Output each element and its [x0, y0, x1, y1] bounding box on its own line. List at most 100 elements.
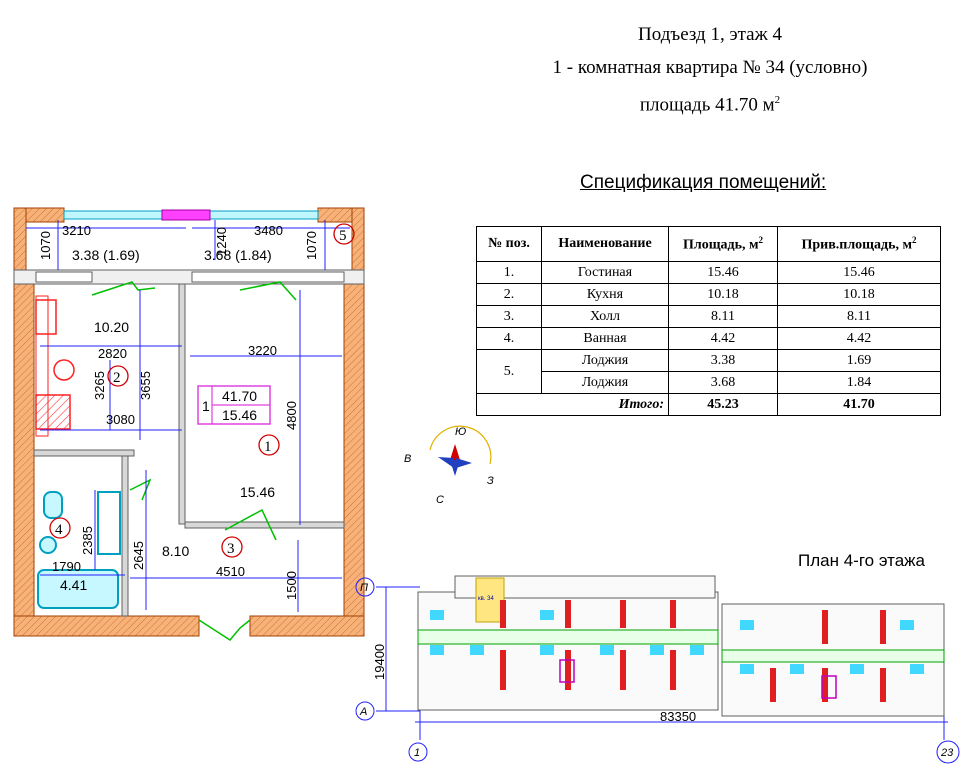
kitchen-counter — [35, 295, 49, 437]
room-number-circle — [49, 517, 71, 539]
total-label: Итого: — [476, 393, 669, 416]
table-row: 1. Гостиная 15.46 15.46 — [476, 261, 941, 284]
highlighted-apartment — [475, 577, 505, 623]
cell-area: 8.11 — [668, 305, 778, 328]
partition-bath-hall — [121, 455, 129, 617]
door-living-balcony — [239, 281, 297, 301]
dim-4800: 4800 — [284, 401, 299, 430]
table-row: Лоджия 3.68 1.84 — [477, 371, 941, 394]
building-top-left — [454, 575, 716, 599]
loggia-divider — [161, 209, 211, 221]
col-area-sup: 2 — [758, 234, 764, 245]
washbasin — [39, 536, 57, 554]
window-living — [191, 271, 345, 283]
dim-3265: 3265 — [92, 371, 107, 400]
floor-elevator-right — [821, 675, 837, 699]
compass-label-bottom: С — [436, 494, 444, 506]
area-loggia-a: 3.38 (1.69) — [72, 247, 140, 263]
room-number-3: 3 — [227, 541, 235, 557]
door-living-hall — [224, 508, 277, 541]
axis-label-left: 1 — [414, 747, 420, 759]
highlighted-apartment-label: кв. 34 — [478, 596, 494, 602]
cell-area: 15.46 — [668, 261, 778, 284]
loggia-side-left — [13, 207, 27, 271]
room-number-circle — [258, 434, 280, 456]
compass-east-needle — [456, 458, 472, 468]
axis-label-right: 23 — [940, 747, 954, 759]
floor-height-dim: 19400 — [372, 644, 387, 680]
floor-elevator-left — [559, 659, 575, 683]
axis-label-bottom: А — [359, 706, 367, 718]
dim-2385: 2385 — [80, 526, 95, 555]
kitchen-appliance — [53, 359, 75, 381]
partition-kitchen-bath — [33, 449, 135, 457]
toilet — [43, 491, 63, 519]
dim-3080: 3080 — [106, 412, 135, 427]
bathtub — [37, 569, 119, 609]
compass-west-needle — [438, 457, 454, 468]
area-living: 15.46 — [240, 484, 275, 500]
kitchen-sink — [35, 299, 57, 335]
partition-living-hall — [184, 521, 345, 529]
axis-label-top: П — [360, 582, 368, 594]
wall-bottom — [13, 615, 200, 637]
spec-title: Спецификация помещений: — [580, 172, 827, 193]
room-number-2: 2 — [113, 370, 121, 386]
apt-box-index: 1 — [202, 398, 210, 414]
dim-4510: 4510 — [216, 564, 245, 579]
dim-3220: 3220 — [248, 343, 277, 358]
dim-2645: 2645 — [131, 541, 146, 570]
kitchen-stove — [35, 394, 71, 430]
loggia-glazing-right — [209, 210, 319, 220]
dim-1500: 1500 — [284, 571, 299, 600]
axis-bubble — [408, 742, 428, 762]
title-block: Подъезд 1, этаж 4 1 - комнатная квартира… — [460, 18, 960, 121]
apartment-plan: 3210 3480 1070 1070 1240 2820 3220 3265 … — [13, 207, 365, 641]
total-reduced: 41.70 — [777, 393, 941, 416]
cell-name: Гостиная — [541, 261, 669, 284]
table-row: 2. Кухня 10.18 10.18 — [476, 283, 941, 306]
floor-walls — [500, 600, 886, 702]
dim-3655: 3655 — [138, 371, 153, 400]
floor-width-dim: 83350 — [660, 709, 696, 724]
shower-tray — [97, 491, 121, 555]
table-row: 4. Ванная 4.42 4.42 — [476, 327, 941, 350]
area-bath: 4.41 — [60, 577, 87, 593]
floor-plan-title: План 4-го этажа — [798, 551, 926, 570]
area-kitchen: 10.20 — [94, 319, 129, 335]
dim-1790: 1790 — [52, 559, 81, 574]
apartment-line: 1 - комнатная квартира № 34 (условно) — [552, 57, 868, 78]
col-reduced-text: Прив.площадь, м — [801, 237, 913, 253]
apt-box-living: 15.46 — [222, 407, 257, 423]
loggia-side-right — [351, 207, 365, 271]
compass-label-right: З — [487, 475, 494, 487]
dimension-lines — [26, 220, 350, 612]
cell-pos: 5. — [476, 349, 542, 394]
corridor-left — [417, 629, 719, 645]
area-line-sup: 2 — [774, 94, 781, 106]
partition-kitchen-living — [178, 283, 186, 525]
room-number-circle — [221, 536, 243, 558]
compass-label-top: Ю — [455, 426, 466, 438]
compass-label-left: В — [404, 453, 411, 465]
col-area-text: Площадь, м — [682, 237, 759, 253]
col-pos: № поз. — [476, 226, 542, 262]
cell-name: Лоджия — [541, 371, 669, 394]
dim-2820: 2820 — [98, 346, 127, 361]
dim-1070-left: 1070 — [38, 231, 53, 260]
corridor-right — [721, 649, 945, 663]
room-number-5: 5 — [339, 228, 347, 244]
door-kitchen-hall — [129, 478, 152, 501]
door-entry — [198, 619, 251, 641]
compass-north-needle — [450, 444, 460, 460]
area-hall: 8.10 — [162, 543, 189, 559]
cell-name: Кухня — [541, 283, 669, 306]
cell-area: 3.68 — [668, 371, 778, 394]
total-area: 45.23 — [668, 393, 778, 416]
room-number-circle — [333, 223, 355, 245]
dim-3210: 3210 — [62, 223, 91, 238]
area-line: площадь 41.70 м2 — [460, 84, 960, 121]
axis-bubble — [355, 577, 375, 597]
table-row: 5. Лоджия 3.38 1.69 — [476, 349, 941, 394]
